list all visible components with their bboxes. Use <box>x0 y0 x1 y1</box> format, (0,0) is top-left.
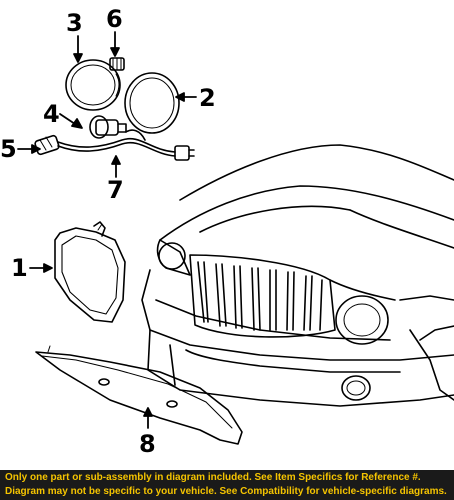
lamp-housing-bracket <box>54 221 126 323</box>
callout-5: 5 <box>0 135 17 163</box>
parts-diagram: 3 6 2 4 5 7 1 8 <box>0 5 454 458</box>
callout-4: 4 <box>43 100 60 128</box>
disclaimer-line-2: Diagram may not be specific to your vehi… <box>5 486 447 497</box>
wiring-harness <box>57 129 195 161</box>
connector-plug <box>34 134 60 156</box>
vehicle-front <box>141 144 454 407</box>
fog-lamp-lens-left <box>65 59 121 111</box>
callout-8: 8 <box>139 430 156 458</box>
diagram-drawing <box>17 31 454 445</box>
disclaimer-footer: Only one part or sub-assembly in diagram… <box>0 470 454 500</box>
leader-lines <box>17 31 197 429</box>
lower-cover-panel <box>35 345 243 445</box>
disclaimer-line-1: Only one part or sub-assembly in diagram… <box>5 472 421 483</box>
fog-lamp-lens-right <box>124 72 180 134</box>
bulb-screw <box>109 57 125 71</box>
callout-2: 2 <box>199 84 216 112</box>
bulb-socket <box>89 115 127 139</box>
callout-7: 7 <box>107 176 124 204</box>
callout-3: 3 <box>66 9 83 37</box>
callout-6: 6 <box>106 5 123 33</box>
callout-1: 1 <box>11 254 28 282</box>
